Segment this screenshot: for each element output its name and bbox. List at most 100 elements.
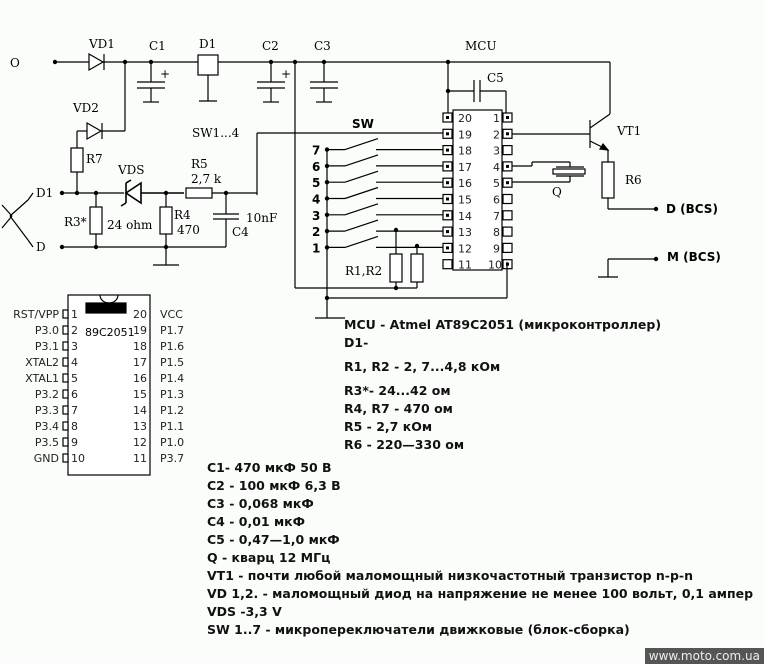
mcu-pin-3: 3	[493, 145, 513, 158]
mcu-pin-number: 20	[458, 112, 472, 125]
note-line: MCU - Atmel AT89C2051 (микроконтроллер)	[344, 317, 662, 332]
switch-4: 4	[312, 186, 443, 207]
pin-name: P1.5	[160, 356, 184, 369]
r3-value: 24 ohm	[107, 218, 153, 232]
r6-label: R6	[625, 173, 642, 187]
mcu-pin-16: 16	[442, 177, 472, 190]
c3-label: C3	[314, 39, 331, 53]
mcu-pin-number: 6	[493, 194, 500, 207]
mcu-pin-5: 5	[493, 177, 513, 190]
pin-number: 15	[133, 388, 147, 401]
mcu-pin-number: 2	[493, 128, 500, 141]
pin-name: P1.1	[160, 420, 184, 433]
pin-number: 18	[133, 340, 147, 353]
sw14-label: SW1...4	[192, 126, 240, 140]
vd2-label: VD2	[72, 101, 99, 115]
pin-name: P1.7	[160, 324, 184, 337]
pin-name: P1.3	[160, 388, 184, 401]
c4-capacitor	[213, 193, 239, 247]
mcu-pin-number: 3	[493, 145, 500, 158]
notes-block-1: MCU - Atmel AT89C2051 (микроконтроллер) D…	[344, 316, 661, 454]
pinout-pin-19: 19 P1.7	[133, 324, 184, 337]
pinout-pin-5: 5 XTAL1	[25, 372, 78, 385]
mcu-pin-7: 7	[493, 210, 513, 223]
r5-resistor	[185, 187, 257, 199]
d-bcs-label: D (BCS)	[666, 202, 718, 216]
c4-label: C4	[232, 225, 249, 239]
vd1-label: VD1	[88, 37, 115, 51]
pinout-pin-2: 2P3.0	[35, 324, 78, 337]
pin-number: 3	[71, 340, 78, 353]
pin-number: 1	[71, 308, 78, 321]
pin-number: 5	[71, 372, 78, 385]
mcu-pin-14: 14	[442, 210, 472, 223]
r1-r2-resistors	[295, 227, 424, 291]
pinout-pin-18: 18 P1.6	[133, 340, 184, 353]
vd2-diode	[76, 121, 125, 148]
pin-name: P1.4	[160, 372, 184, 385]
pin-number: 7	[71, 404, 78, 417]
c2-plus: +	[281, 67, 291, 81]
mcu-pin-number: 10	[488, 259, 502, 272]
pin-name: P1.6	[160, 340, 184, 353]
pin-name: P3.0	[35, 324, 59, 337]
r4-label: R4	[174, 208, 191, 222]
mcu-pin-8: 8	[493, 226, 513, 239]
pinout-pin-15: 15 P1.3	[133, 388, 184, 401]
pin-name: P3.3	[35, 404, 59, 417]
pin-name: XTAL2	[25, 356, 59, 369]
pin-number: 17	[133, 356, 147, 369]
pinout-pin-6: 6P3.2	[35, 388, 78, 401]
note-line: D1-	[344, 335, 369, 350]
pin-number: 16	[133, 372, 147, 385]
pinout-pin-3: 3 P3.1	[35, 340, 78, 353]
note-line: R6 - 220—330 ом	[344, 437, 465, 452]
mcu-pin-9: 9	[493, 242, 513, 255]
switch-number: 5	[312, 176, 320, 190]
input-lines	[1, 190, 226, 250]
pinout-pin-9: 9P3.5	[35, 436, 78, 449]
mcu-pin-number: 11	[458, 259, 472, 272]
pin-name: P3.1	[35, 340, 59, 353]
mcu-pin-number: 17	[458, 161, 472, 174]
note-line: C2 - 100 мкФ 6,3 В	[207, 478, 341, 493]
note-line: R4, R7 - 470 ом	[344, 401, 453, 416]
mcu-pin-number: 4	[493, 161, 500, 174]
switch-1: 1	[312, 235, 443, 255]
atmel-logo	[85, 302, 127, 314]
switch-number: 4	[312, 193, 320, 207]
r4-value: 470	[177, 223, 200, 237]
pin-name: P3.4	[35, 420, 59, 433]
pin-name: P1.0	[160, 436, 184, 449]
c4-value: 10nF	[246, 211, 277, 225]
mcu-pin-number: 1	[493, 112, 500, 125]
pin-number: 14	[133, 404, 147, 417]
note-line: VD 1,2. - маломощный диод на напряжение …	[207, 586, 754, 601]
d-input-label: D	[36, 240, 46, 254]
note-line: R1, R2 - 2, 7...4,8 кОм	[344, 359, 501, 374]
pin-name: P1.2	[160, 404, 184, 417]
switch-3: 3	[312, 203, 443, 223]
c2-label: C2	[262, 39, 279, 53]
pin-name: XTAL1	[25, 372, 59, 385]
pin-name: P3.2	[35, 388, 59, 401]
pinout-pin-14: 14 P1.2	[133, 404, 184, 417]
mcu-pin-number: 9	[493, 242, 500, 255]
d1-label: D1	[199, 37, 216, 51]
mcu-pin-number: 14	[458, 210, 472, 223]
mcu-pin-12: 12	[442, 242, 472, 255]
pin-number: 19	[133, 324, 147, 337]
vd1-diode	[88, 52, 105, 72]
r7-label: R7	[86, 152, 103, 166]
pin-number: 9	[71, 436, 78, 449]
c1-capacitor	[137, 59, 165, 103]
